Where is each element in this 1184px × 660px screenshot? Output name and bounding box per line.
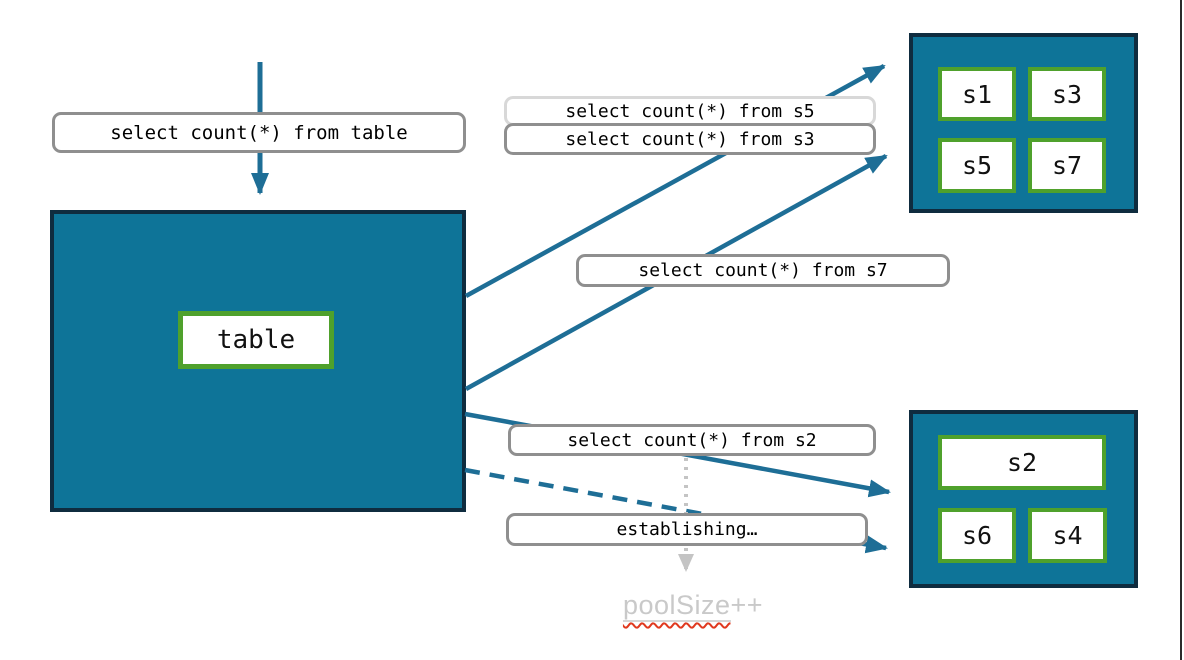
slide-edge-line	[1180, 0, 1182, 660]
poolsize-suffix: ++	[730, 590, 764, 620]
establishing-label-text: establishing…	[616, 519, 758, 540]
query-label-s3: select count(*) from s3	[504, 123, 876, 155]
query-label-s2-text: select count(*) from s2	[567, 429, 817, 451]
shard-s7-label: s7	[1051, 151, 1083, 180]
shard-s2: s2	[938, 435, 1106, 490]
shard-s7: s7	[1028, 138, 1106, 193]
query-label-s7-text: select count(*) from s7	[638, 260, 888, 281]
shard-s6-label: s6	[961, 521, 993, 550]
query-label-s5: select count(*) from s5	[504, 96, 876, 126]
shard-s5: s5	[938, 138, 1016, 193]
shard-s5-label: s5	[961, 151, 993, 180]
table-node: table	[50, 210, 466, 512]
query-label-s2: select count(*) from s2	[508, 424, 876, 456]
shard-s4: s4	[1028, 508, 1107, 563]
table-node-label: table	[216, 325, 296, 355]
shard-s1-label: s1	[961, 79, 993, 109]
shard-s6: s6	[938, 508, 1016, 563]
shard-s1: s1	[938, 67, 1016, 121]
shard-pool-bottom: s2 s6 s4	[909, 410, 1138, 588]
establishing-label: establishing…	[506, 513, 868, 546]
query-label-s3-text: select count(*) from s3	[565, 128, 815, 150]
shard-s3-label: s3	[1051, 79, 1083, 109]
query-label-s7: select count(*) from s7	[576, 254, 950, 287]
query-label-table-text: select count(*) from table	[110, 121, 408, 144]
shard-s4-label: s4	[1052, 521, 1083, 550]
query-label-table: select count(*) from table	[52, 112, 466, 153]
shard-pool-top: s1 s3 s5 s7	[909, 33, 1138, 213]
table-node-label-box: table	[178, 311, 334, 369]
shard-s3: s3	[1028, 67, 1106, 121]
shard-s2-label: s2	[1006, 448, 1038, 477]
poolsize-annotation: poolSize++	[560, 590, 826, 622]
query-label-s5-text: select count(*) from s5	[565, 100, 815, 122]
poolsize-word: poolSize	[622, 590, 731, 622]
